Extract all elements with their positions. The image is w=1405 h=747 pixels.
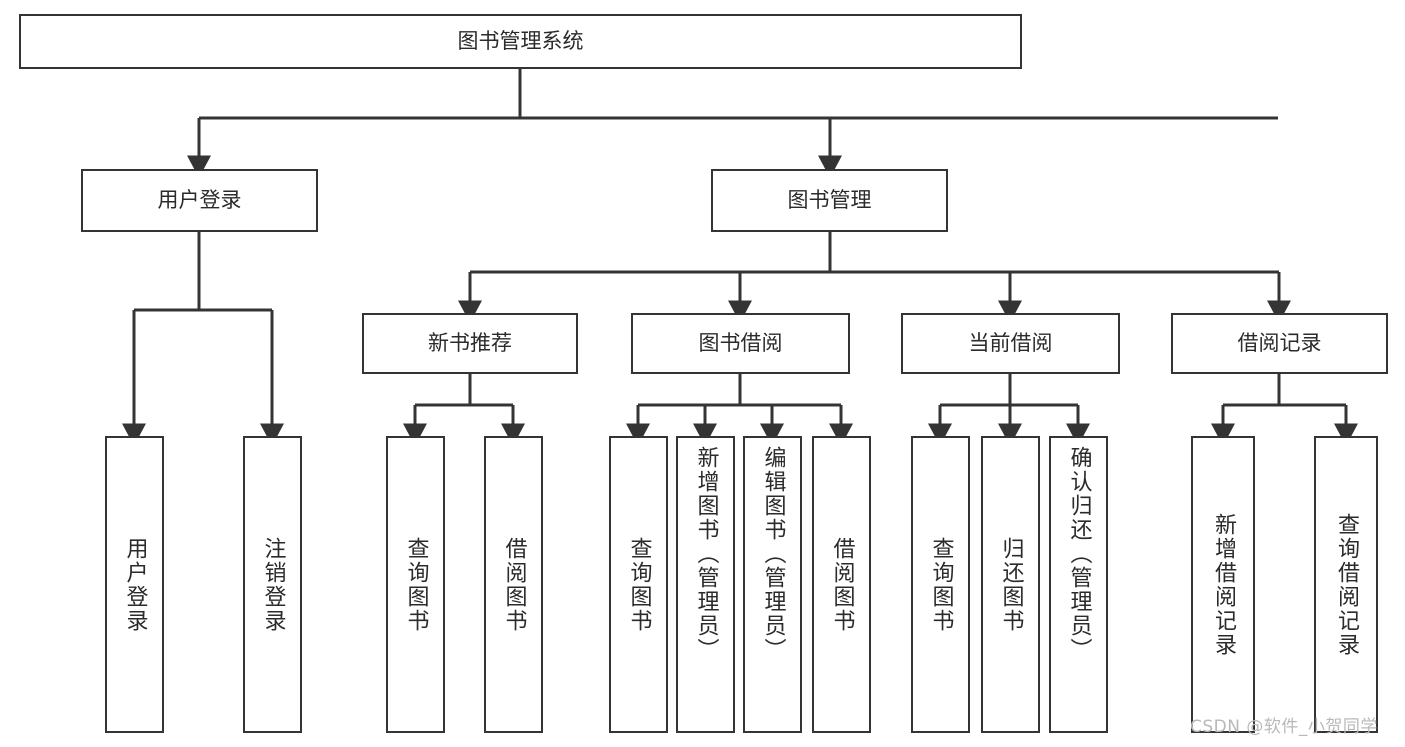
node-new-book-recommend[interactable]: 新书推荐 xyxy=(362,313,578,374)
leaf-query-book-current-label: 查询图书 xyxy=(928,536,954,633)
node-user-login-label: 用户登录 xyxy=(157,188,242,213)
node-current-borrow-label: 当前借阅 xyxy=(968,331,1053,356)
leaf-confirm-return-admin-label: 确认归还（管理员） xyxy=(1066,446,1092,662)
leaf-add-borrow-record[interactable]: 新增借阅记录 xyxy=(1191,436,1255,733)
leaf-add-borrow-record-label: 新增借阅记录 xyxy=(1211,512,1236,657)
leaf-borrow-book-recommend[interactable]: 借阅图书 xyxy=(484,436,543,733)
watermark: CSDN @软件_小贺同学 xyxy=(1190,717,1378,737)
leaf-borrow-book-recommend-label: 借阅图书 xyxy=(501,536,527,633)
leaf-add-book-admin-label: 新增图书（管理员） xyxy=(693,446,719,662)
leaf-query-book-label: 查询图书 xyxy=(626,536,652,633)
leaf-return-book[interactable]: 归还图书 xyxy=(981,436,1040,733)
leaf-return-book-label: 归还图书 xyxy=(998,536,1024,633)
leaf-query-borrow-record-label: 查询借阅记录 xyxy=(1334,512,1359,657)
leaf-query-borrow-record[interactable]: 查询借阅记录 xyxy=(1314,436,1378,733)
node-root-label: 图书管理系统 xyxy=(457,29,584,54)
leaf-edit-book-admin[interactable]: 编辑图书（管理员） xyxy=(743,436,802,733)
node-book-management-label: 图书管理 xyxy=(787,188,872,213)
leaf-edit-book-admin-label: 编辑图书（管理员） xyxy=(760,446,786,662)
leaf-add-book-admin[interactable]: 新增图书（管理员） xyxy=(676,436,735,733)
leaf-borrow-book-label: 借阅图书 xyxy=(829,536,855,633)
leaf-user-login-label: 用户登录 xyxy=(122,536,148,633)
node-borrow-record[interactable]: 借阅记录 xyxy=(1171,313,1388,374)
node-book-management[interactable]: 图书管理 xyxy=(711,169,948,232)
leaf-user-login[interactable]: 用户登录 xyxy=(105,436,164,733)
node-book-borrow[interactable]: 图书借阅 xyxy=(631,313,850,374)
leaf-logout[interactable]: 注销登录 xyxy=(243,436,302,733)
node-new-book-recommend-label: 新书推荐 xyxy=(428,331,512,356)
leaf-borrow-book[interactable]: 借阅图书 xyxy=(812,436,871,733)
leaf-query-book[interactable]: 查询图书 xyxy=(609,436,668,733)
node-borrow-record-label: 借阅记录 xyxy=(1237,331,1322,356)
node-current-borrow[interactable]: 当前借阅 xyxy=(901,313,1120,374)
node-user-login[interactable]: 用户登录 xyxy=(81,169,318,232)
node-book-borrow-label: 图书借阅 xyxy=(698,331,783,356)
node-root[interactable]: 图书管理系统 xyxy=(19,14,1022,69)
leaf-logout-label: 注销登录 xyxy=(260,536,286,633)
leaf-confirm-return-admin[interactable]: 确认归还（管理员） xyxy=(1049,436,1108,733)
leaf-query-book-recommend-label: 查询图书 xyxy=(403,536,429,633)
leaf-query-book-recommend[interactable]: 查询图书 xyxy=(386,436,445,733)
leaf-query-book-current[interactable]: 查询图书 xyxy=(911,436,970,733)
